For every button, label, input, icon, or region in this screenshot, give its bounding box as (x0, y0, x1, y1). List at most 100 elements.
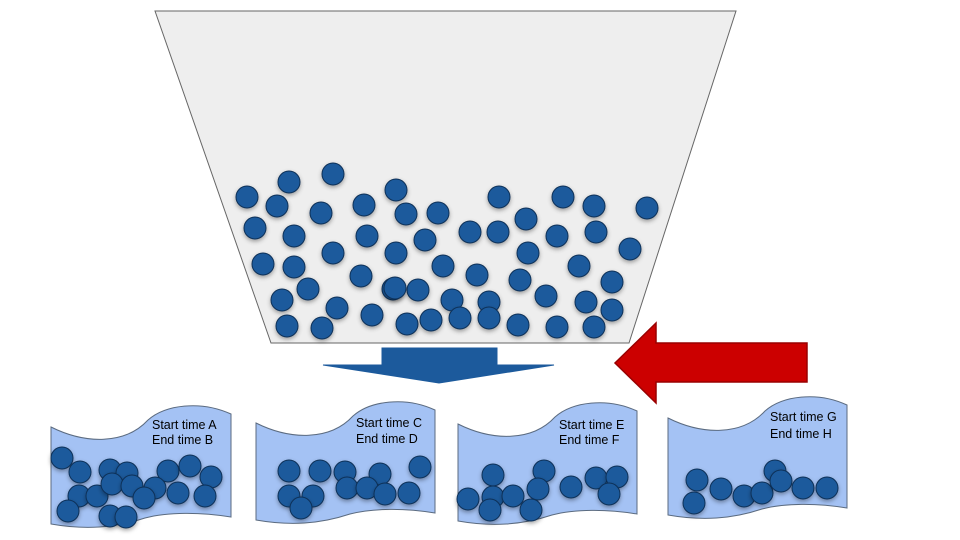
ball (178, 454, 202, 478)
ball (487, 185, 511, 209)
time-window-g-h: Start time G End time H (667, 396, 848, 519)
window-start-label: Start time E (559, 418, 624, 432)
ball (584, 220, 608, 244)
ball (296, 277, 320, 301)
time-window-c-d: Start time C End time D (255, 401, 436, 524)
ball (355, 224, 379, 248)
ball (791, 476, 815, 500)
window-start-label: Start time A (152, 418, 217, 432)
ball (456, 487, 480, 511)
down-flow-arrow (322, 347, 555, 384)
ball (289, 496, 313, 520)
ball (413, 228, 437, 252)
ball (709, 477, 733, 501)
ball (426, 201, 450, 225)
ball (282, 224, 306, 248)
ball (506, 313, 530, 337)
hopper-balls (235, 162, 659, 340)
ball (373, 482, 397, 506)
ball (243, 216, 267, 240)
window-end-label: End time H (770, 427, 832, 441)
ball (394, 202, 418, 226)
ball (486, 220, 510, 244)
ball (251, 252, 275, 276)
ball (265, 194, 289, 218)
ball (277, 170, 301, 194)
ball (465, 263, 489, 287)
ball (431, 254, 455, 278)
ball (277, 459, 301, 483)
ball (114, 505, 138, 529)
ball (309, 201, 333, 225)
ball (352, 193, 376, 217)
ball (597, 482, 621, 506)
ball (815, 476, 839, 500)
ball (349, 264, 373, 288)
ball (408, 455, 432, 479)
ball (68, 460, 92, 484)
ball (519, 498, 543, 522)
ball (397, 481, 421, 505)
ball (526, 477, 550, 501)
ball (682, 491, 706, 515)
ball (481, 463, 505, 487)
ball (56, 499, 80, 523)
ball (282, 255, 306, 279)
ball (321, 241, 345, 265)
ball (551, 185, 575, 209)
ball (383, 276, 407, 300)
window-start-label: Start time C (356, 416, 422, 430)
input-arrow (613, 321, 808, 405)
ball (635, 196, 659, 220)
ball (325, 296, 349, 320)
window-balls (456, 459, 629, 522)
ball (448, 306, 472, 330)
ball (100, 472, 124, 496)
ball (618, 237, 642, 261)
ball (574, 290, 598, 314)
ball (545, 315, 569, 339)
ball (685, 468, 709, 492)
ball (582, 315, 606, 339)
ball (85, 484, 109, 508)
ball (132, 486, 156, 510)
ball (395, 312, 419, 336)
window-end-label: End time B (152, 433, 213, 447)
ball (275, 314, 299, 338)
ball (270, 288, 294, 312)
ball (360, 303, 384, 327)
time-window-e-f: Start time E End time F (456, 402, 638, 525)
ball (545, 224, 569, 248)
window-start-label: Start time G (770, 410, 837, 424)
ball (166, 481, 190, 505)
ball (458, 220, 482, 244)
ball (516, 241, 540, 265)
ball (567, 254, 591, 278)
ball (193, 484, 217, 508)
ball (534, 284, 558, 308)
ball (750, 481, 774, 505)
ball (310, 316, 334, 340)
window-balls (50, 446, 223, 529)
window-balls (277, 455, 432, 520)
ball (582, 194, 606, 218)
ball (384, 178, 408, 202)
ball (406, 278, 430, 302)
ball (477, 306, 501, 330)
ball (156, 459, 180, 483)
time-window-a-b: Start time A End time B (50, 405, 232, 529)
window-end-label: End time F (559, 433, 620, 447)
ball (384, 241, 408, 265)
ball (308, 459, 332, 483)
ball (321, 162, 345, 186)
ball (508, 268, 532, 292)
ball (50, 446, 74, 470)
ball (600, 298, 624, 322)
ball (559, 475, 583, 499)
ball (419, 308, 443, 332)
ball (769, 469, 793, 493)
ball (335, 476, 359, 500)
ball (600, 270, 624, 294)
